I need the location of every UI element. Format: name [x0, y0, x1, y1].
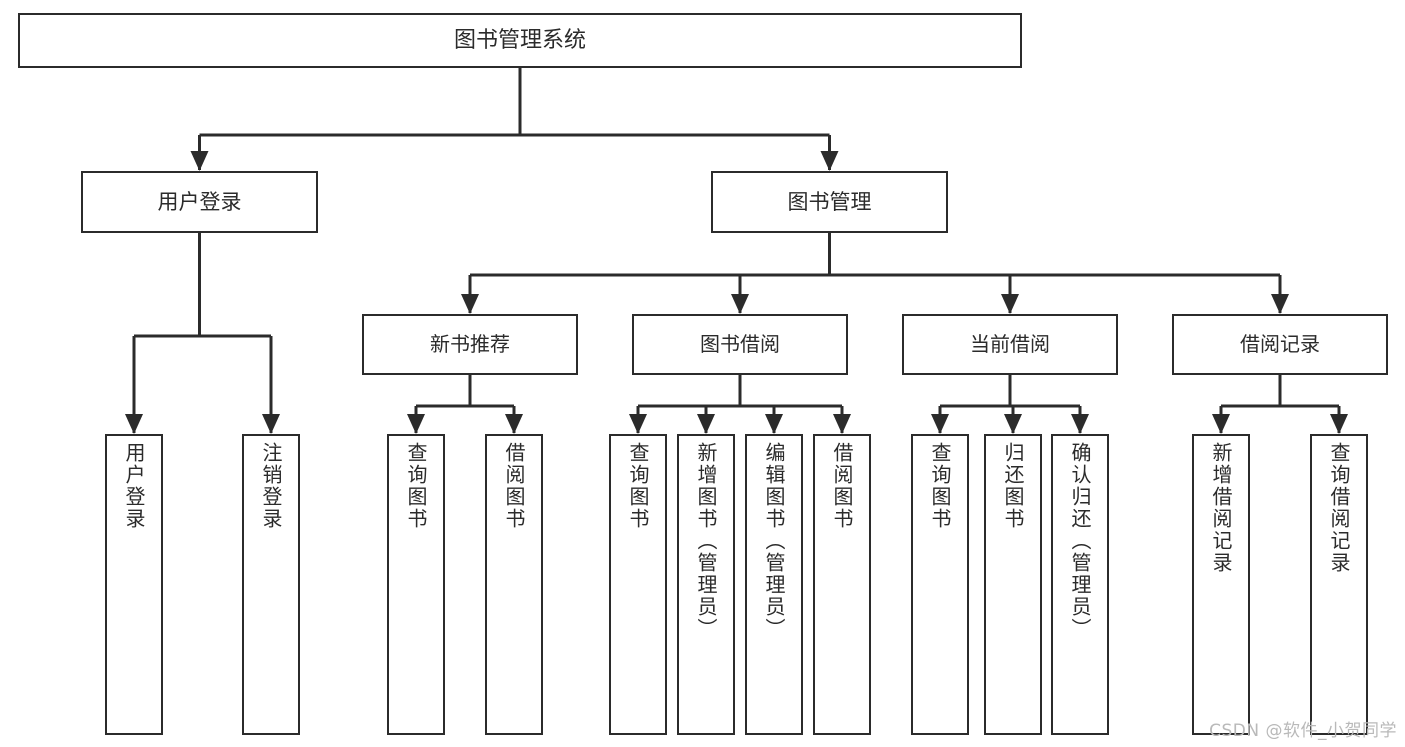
- node-label: 新增借阅记录: [1209, 442, 1233, 574]
- node-leaf-query-book-3[interactable]: 查询图书: [911, 434, 969, 735]
- watermark-text: CSDN @软件_小贺同学: [1209, 721, 1397, 741]
- node-leaf-user-login[interactable]: 用户登录: [105, 434, 163, 735]
- node-leaf-add-book-admin[interactable]: 新增图书（管理员）: [677, 434, 735, 735]
- node-label: 新书推荐: [430, 331, 510, 356]
- node-label: 归还图书: [1001, 442, 1025, 530]
- node-book-borrow[interactable]: 图书借阅: [632, 314, 848, 375]
- node-label: 借阅图书: [830, 442, 854, 530]
- node-label: 用户登录: [157, 189, 242, 214]
- node-label: 编辑图书（管理员）: [762, 442, 786, 640]
- node-label: 图书管理: [787, 189, 872, 214]
- node-leaf-confirm-return-admin[interactable]: 确认归还（管理员）: [1051, 434, 1109, 735]
- node-leaf-edit-book-admin[interactable]: 编辑图书（管理员）: [745, 434, 803, 735]
- node-new-book-recommend[interactable]: 新书推荐: [362, 314, 578, 375]
- node-leaf-query-book-1[interactable]: 查询图书: [387, 434, 445, 735]
- node-leaf-query-record[interactable]: 查询借阅记录: [1310, 434, 1368, 735]
- node-label: 新增图书（管理员）: [694, 442, 718, 640]
- node-label: 确认归还（管理员）: [1068, 442, 1092, 640]
- node-label: 注销登录: [259, 442, 283, 530]
- node-label: 当前借阅: [970, 331, 1050, 356]
- node-leaf-user-logout[interactable]: 注销登录: [242, 434, 300, 735]
- node-leaf-return-book[interactable]: 归还图书: [984, 434, 1042, 735]
- node-label: 用户登录: [122, 442, 146, 530]
- node-leaf-add-record[interactable]: 新增借阅记录: [1192, 434, 1250, 735]
- node-user-login[interactable]: 用户登录: [81, 171, 318, 233]
- node-label: 图书借阅: [700, 331, 780, 356]
- node-label: 查询图书: [626, 442, 650, 530]
- node-label: 借阅记录: [1240, 331, 1320, 356]
- node-root[interactable]: 图书管理系统: [18, 13, 1022, 68]
- node-label: 借阅图书: [502, 442, 526, 530]
- node-leaf-borrow-book-1[interactable]: 借阅图书: [485, 434, 543, 735]
- node-label: 查询借阅记录: [1327, 442, 1351, 574]
- node-leaf-query-book-2[interactable]: 查询图书: [609, 434, 667, 735]
- node-label: 查询图书: [928, 442, 952, 530]
- node-book-manage[interactable]: 图书管理: [711, 171, 948, 233]
- node-borrow-record[interactable]: 借阅记录: [1172, 314, 1388, 375]
- node-label: 查询图书: [404, 442, 428, 530]
- node-leaf-borrow-book-2[interactable]: 借阅图书: [813, 434, 871, 735]
- node-current-borrow[interactable]: 当前借阅: [902, 314, 1118, 375]
- node-label: 图书管理系统: [453, 27, 586, 53]
